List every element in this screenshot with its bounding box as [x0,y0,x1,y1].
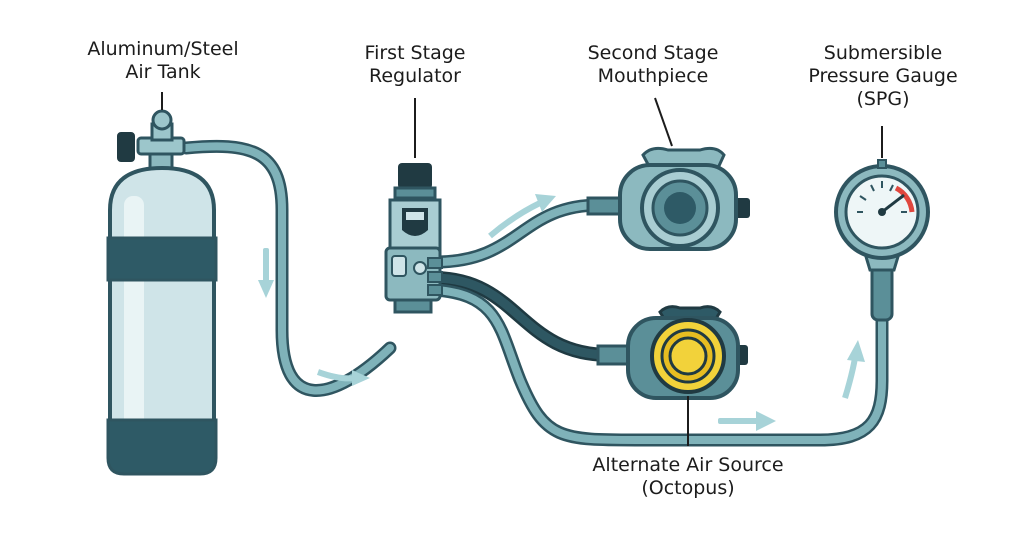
tank-label-line2: Air Tank [125,61,201,83]
octopus-regulator [596,305,748,400]
second-stage-label: Second Stage Mouthpiece [558,42,748,88]
air-tank [106,109,218,476]
tank-label: Aluminum/Steel Air Tank [68,38,258,84]
second-stage-label-line1: Second Stage [587,42,719,64]
flow-arrow-up-right-icon [488,194,556,239]
spg-label-line3: (SPG) [856,88,910,110]
flow-arrow-up-icon [842,340,865,399]
second-stage-mouthpiece [586,146,750,251]
tank-label-line1: Aluminum/Steel [87,38,239,60]
flow-arrow-bottom-icon [718,411,776,431]
hoses [179,139,889,447]
leader-lines [161,92,883,446]
flow-arrow-right-icon [316,369,370,386]
spg-label: Submersible Pressure Gauge (SPG) [778,42,988,111]
flow-arrows [258,194,865,431]
second-stage-label-line2: Mouthpiece [597,65,709,87]
spg-label-line2: Pressure Gauge [808,65,958,87]
first-stage-regulator [384,163,443,314]
first-stage-label: First Stage Regulator [335,42,495,88]
pressure-gauge [834,159,930,322]
octopus-label-line1: Alternate Air Source [592,454,784,476]
first-stage-label-line1: First Stage [364,42,466,64]
flow-arrow-down-icon [258,248,274,298]
first-stage-label-line2: Regulator [369,65,461,87]
spg-label-line1: Submersible [823,42,943,64]
octopus-label-line2: (Octopus) [641,477,735,499]
octopus-label: Alternate Air Source (Octopus) [568,454,808,500]
